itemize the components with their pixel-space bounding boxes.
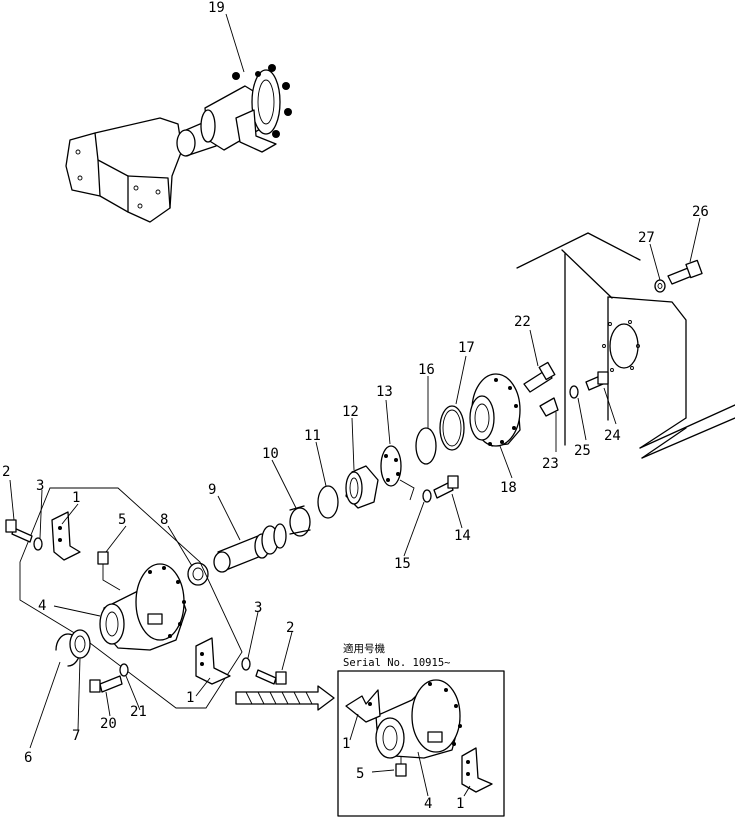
fitting-5 bbox=[97, 551, 121, 591]
callout-11: 11 bbox=[304, 428, 321, 444]
callout-25: 25 bbox=[574, 443, 591, 459]
bolt-24 bbox=[585, 371, 609, 391]
callout-24: 24 bbox=[604, 428, 621, 444]
washer-3-right bbox=[241, 657, 251, 671]
bolt-14 bbox=[433, 475, 459, 499]
callout-18: 18 bbox=[500, 480, 517, 496]
shaft-9 bbox=[213, 523, 287, 573]
callout-6: 6 bbox=[24, 750, 32, 766]
callout-inset-1-lower: 1 bbox=[456, 796, 464, 812]
callout-19: 19 bbox=[208, 0, 225, 16]
callout-21: 21 bbox=[130, 704, 147, 720]
washer-27 bbox=[654, 279, 666, 293]
bolt-26 bbox=[667, 259, 703, 285]
callout-inset-5: 5 bbox=[356, 766, 364, 782]
callout-numbers: 19 26 27 22 17 16 13 12 11 10 9 8 24 25 … bbox=[2, 0, 709, 812]
washer-25 bbox=[569, 385, 579, 399]
callout-14: 14 bbox=[454, 528, 471, 544]
sleeve-10 bbox=[289, 505, 311, 537]
callout-1-upper: 1 bbox=[72, 490, 80, 506]
callout-26: 26 bbox=[692, 204, 709, 220]
callout-20: 20 bbox=[100, 716, 117, 732]
callout-22: 22 bbox=[514, 314, 531, 330]
bracket-1-lower bbox=[195, 637, 231, 685]
callout-13: 13 bbox=[376, 384, 393, 400]
inset-arrow bbox=[235, 685, 335, 711]
bracket-1-upper bbox=[51, 511, 81, 561]
callout-inset-1-upper: 1 bbox=[342, 736, 350, 752]
callout-2-left: 2 bbox=[2, 464, 10, 480]
serial-inset: 適用号機 Serial No. 10915~ bbox=[337, 642, 505, 817]
clip-23 bbox=[539, 397, 559, 417]
group-outline bbox=[19, 487, 243, 709]
bolt-2-right bbox=[255, 669, 287, 685]
callout-15: 15 bbox=[394, 556, 411, 572]
flange-18 bbox=[469, 373, 521, 447]
bearing-12 bbox=[345, 465, 379, 509]
final-drive-assembly-19 bbox=[65, 64, 292, 223]
housing-4 bbox=[99, 563, 187, 651]
seal-7 bbox=[69, 629, 91, 659]
washer-21 bbox=[119, 663, 129, 677]
callout-12: 12 bbox=[342, 404, 359, 420]
callout-2-right: 2 bbox=[286, 620, 294, 636]
callout-4: 4 bbox=[38, 598, 46, 614]
ring-16 bbox=[415, 427, 437, 465]
washer-3-left bbox=[33, 537, 43, 551]
washer-15 bbox=[422, 489, 432, 503]
callout-10: 10 bbox=[262, 446, 279, 462]
ring-8 bbox=[187, 562, 209, 586]
inset-serial: Serial No. 10915~ bbox=[343, 657, 450, 669]
callout-1-lower: 1 bbox=[186, 690, 194, 706]
callout-inset-4: 4 bbox=[424, 796, 432, 812]
fitting-22 bbox=[523, 361, 556, 393]
ring-11 bbox=[317, 485, 339, 519]
callout-9: 9 bbox=[208, 482, 216, 498]
plate-13 bbox=[380, 445, 415, 501]
callout-7: 7 bbox=[72, 728, 80, 744]
ring-17 bbox=[439, 405, 465, 451]
machine-frame bbox=[516, 232, 735, 459]
leader-lines bbox=[9, 13, 701, 749]
callout-8: 8 bbox=[160, 512, 168, 528]
callout-23: 23 bbox=[542, 456, 559, 472]
inset-heading: 適用号機 bbox=[343, 642, 385, 655]
callout-5: 5 bbox=[118, 512, 126, 528]
callout-16: 16 bbox=[418, 362, 435, 378]
callout-17: 17 bbox=[458, 340, 475, 356]
callout-27: 27 bbox=[638, 230, 655, 246]
bolt-20 bbox=[89, 675, 123, 693]
bolt-2-left bbox=[5, 519, 33, 543]
callout-3-right: 3 bbox=[254, 600, 262, 616]
callout-3-left: 3 bbox=[36, 478, 44, 494]
